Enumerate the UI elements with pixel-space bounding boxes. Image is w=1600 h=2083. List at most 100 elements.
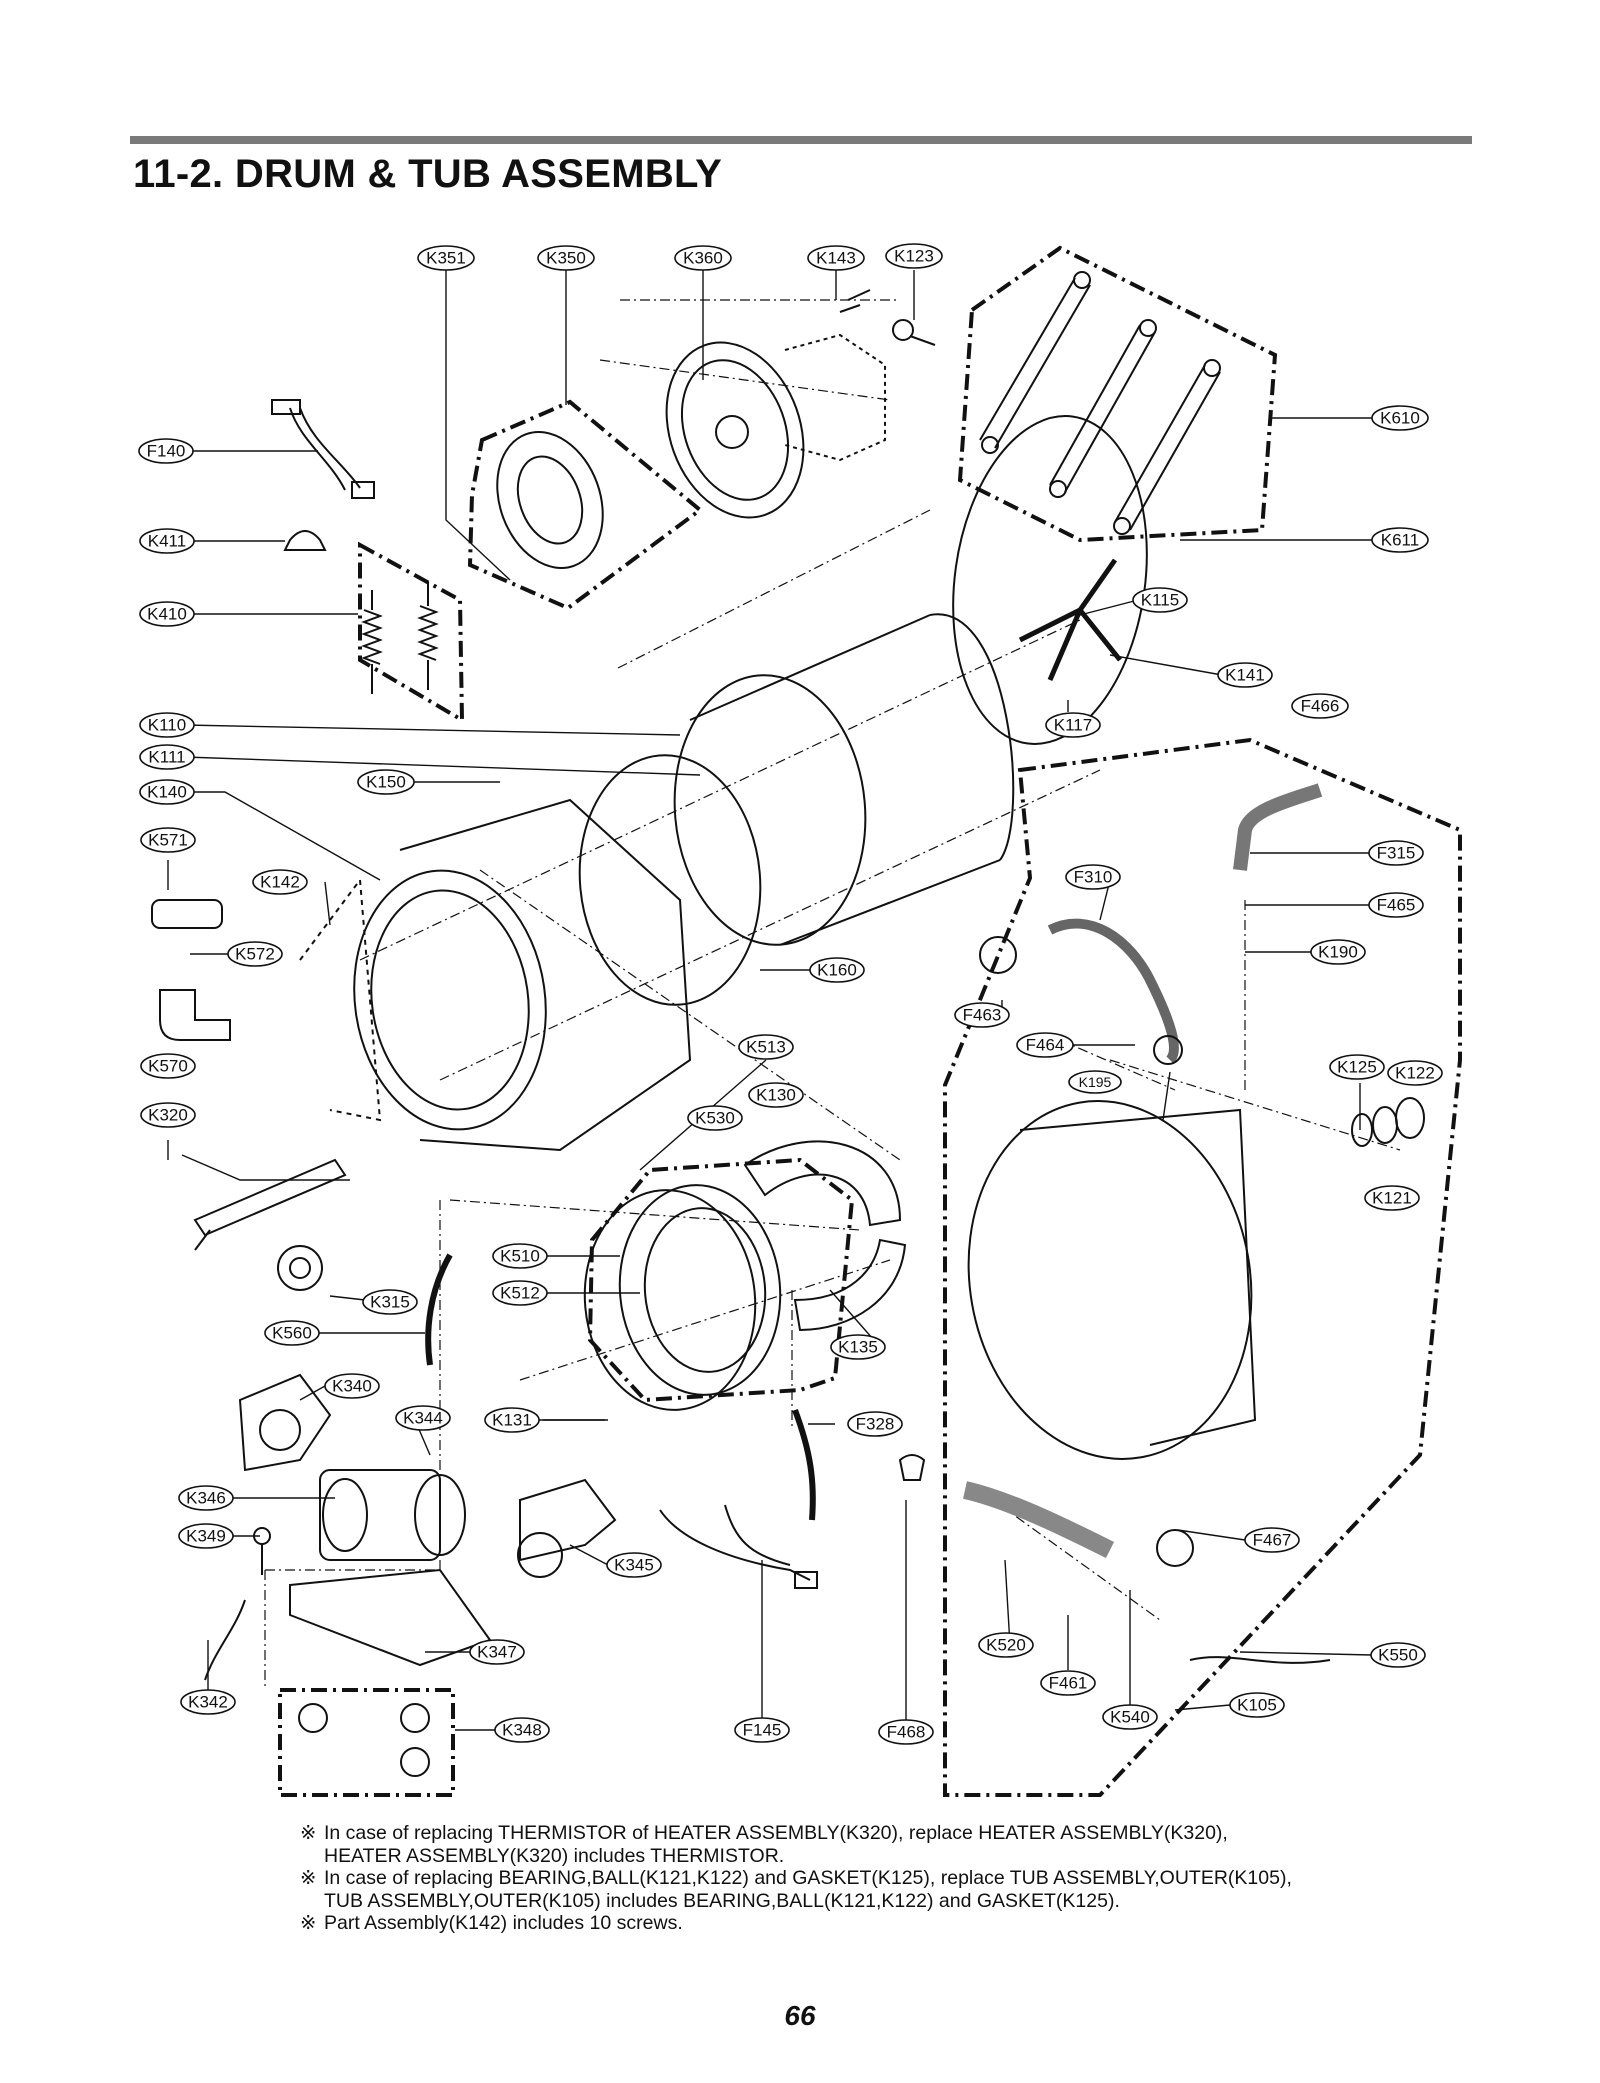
label-K411: K411	[139, 528, 195, 554]
label-K348: K348	[494, 1717, 550, 1743]
note-screws: ※ Part Assembly(K142) includes 10 screws…	[300, 1912, 1480, 1935]
svg-text:K105: K105	[1237, 1696, 1277, 1715]
label-K540: K540	[1102, 1704, 1158, 1730]
note-text: TUB ASSEMBLY,OUTER(K105) includes BEARIN…	[324, 1889, 1120, 1912]
label-K131: K131	[484, 1407, 540, 1433]
label-F464: F464	[1016, 1032, 1074, 1058]
label-K346: K346	[178, 1485, 234, 1511]
label-K572: K572	[227, 941, 283, 967]
label-K345: K345	[606, 1552, 662, 1578]
page-title: 11-2. DRUM & TUB ASSEMBLY	[133, 152, 723, 196]
svg-text:K115: K115	[1141, 591, 1179, 610]
label-K140: K140	[139, 779, 195, 805]
svg-text:K513: K513	[746, 1038, 786, 1057]
label-K610: K610	[1371, 405, 1429, 431]
part-sketches	[151, 271, 1425, 1777]
svg-text:K530: K530	[695, 1109, 735, 1128]
svg-text:K125: K125	[1337, 1058, 1377, 1077]
svg-text:K111: K111	[148, 748, 185, 767]
svg-text:K349: K349	[186, 1527, 226, 1546]
svg-text:K135: K135	[838, 1338, 878, 1357]
label-K122: K122	[1387, 1060, 1443, 1086]
svg-text:K520: K520	[986, 1636, 1026, 1655]
group-outlines	[278, 245, 1462, 1797]
note-text: Part Assembly(K142) includes 10 screws.	[324, 1912, 683, 1934]
svg-text:K143: K143	[816, 249, 856, 268]
label-F315: F315	[1368, 840, 1424, 866]
svg-text:K344: K344	[403, 1409, 443, 1428]
svg-text:K320: K320	[148, 1106, 188, 1125]
svg-text:F328: F328	[856, 1415, 895, 1434]
label-K350: K350	[537, 245, 595, 271]
svg-text:K315: K315	[370, 1293, 410, 1312]
note-mark: ※	[300, 1822, 317, 1844]
label-F468: F468	[878, 1719, 934, 1745]
svg-text:K190: K190	[1318, 943, 1358, 962]
svg-text:F461: F461	[1049, 1674, 1088, 1693]
svg-text:K121: K121	[1372, 1189, 1412, 1208]
label-K111: K111	[139, 744, 195, 770]
svg-text:K347: K347	[477, 1643, 517, 1662]
label-K117: K117	[1045, 712, 1101, 738]
label-K560: K560	[264, 1320, 320, 1346]
label-F310: F310	[1065, 864, 1121, 890]
svg-text:K572: K572	[235, 945, 275, 964]
label-K115: K115	[1132, 587, 1188, 613]
label-K190: K190	[1310, 939, 1366, 965]
note-heater: ※ In case of replacing THERMISTOR of HEA…	[300, 1822, 1480, 1867]
svg-text:F468: F468	[887, 1723, 926, 1742]
label-K105: K105	[1229, 1692, 1285, 1718]
svg-text:K346: K346	[186, 1489, 226, 1508]
label-K142: K142	[252, 869, 308, 895]
note-bearing: ※ In case of replacing BEARING,BALL(K121…	[300, 1867, 1480, 1912]
label-K349: K349	[178, 1523, 234, 1549]
label-K550: K550	[1370, 1642, 1426, 1668]
svg-text:F467: F467	[1253, 1531, 1292, 1550]
label-K520: K520	[978, 1632, 1034, 1658]
svg-text:K611: K611	[1381, 531, 1419, 550]
label-K570: K570	[140, 1053, 196, 1079]
label-F145: F145	[734, 1717, 790, 1743]
label-F467: F467	[1244, 1527, 1300, 1553]
svg-text:F463: F463	[963, 1006, 1002, 1025]
note-mark: ※	[300, 1912, 317, 1934]
svg-text:F145: F145	[743, 1721, 782, 1740]
svg-text:K340: K340	[332, 1377, 372, 1396]
svg-text:K140: K140	[147, 783, 187, 802]
label-K344: K344	[395, 1405, 451, 1431]
label-K510: K510	[492, 1243, 548, 1269]
label-K160: K160	[809, 957, 865, 983]
svg-text:K123: K123	[894, 247, 934, 266]
svg-text:F315: F315	[1377, 844, 1416, 863]
svg-text:K160: K160	[817, 961, 857, 980]
svg-text:K122: K122	[1395, 1064, 1435, 1083]
label-K351: K351	[417, 245, 475, 271]
svg-text:F465: F465	[1377, 896, 1416, 915]
label-K135: K135	[830, 1334, 886, 1360]
svg-text:K110: K110	[148, 716, 186, 735]
svg-text:K195: K195	[1079, 1074, 1112, 1090]
label-K141: K141	[1217, 662, 1273, 688]
label-K513: K513	[738, 1034, 794, 1060]
label-K123: K123	[885, 243, 943, 269]
svg-text:K510: K510	[500, 1247, 540, 1266]
svg-text:K571: K571	[148, 831, 188, 850]
svg-text:K117: K117	[1054, 716, 1092, 735]
label-K571: K571	[140, 827, 196, 853]
note-text: HEATER ASSEMBLY(K320) includes THERMISTO…	[324, 1844, 785, 1867]
svg-text:K351: K351	[426, 249, 466, 268]
label-K315: K315	[362, 1289, 418, 1315]
svg-text:K560: K560	[272, 1324, 312, 1343]
svg-text:K410: K410	[147, 605, 187, 624]
label-K340: K340	[324, 1373, 380, 1399]
footnotes: ※ In case of replacing THERMISTOR of HEA…	[300, 1822, 1480, 1935]
note-text: In case of replacing THERMISTOR of HEATE…	[324, 1822, 1228, 1844]
svg-text:K131: K131	[492, 1411, 532, 1430]
svg-text:K345: K345	[614, 1556, 654, 1575]
label-K342: K342	[180, 1689, 236, 1715]
label-K143: K143	[807, 245, 865, 271]
part-labels: K351 K350 K360 K143 K123 F140 K411 K410 …	[138, 243, 1443, 1745]
label-F463: F463	[954, 1002, 1010, 1028]
svg-text:K350: K350	[546, 249, 586, 268]
alignment-lines	[264, 299, 1401, 1690]
